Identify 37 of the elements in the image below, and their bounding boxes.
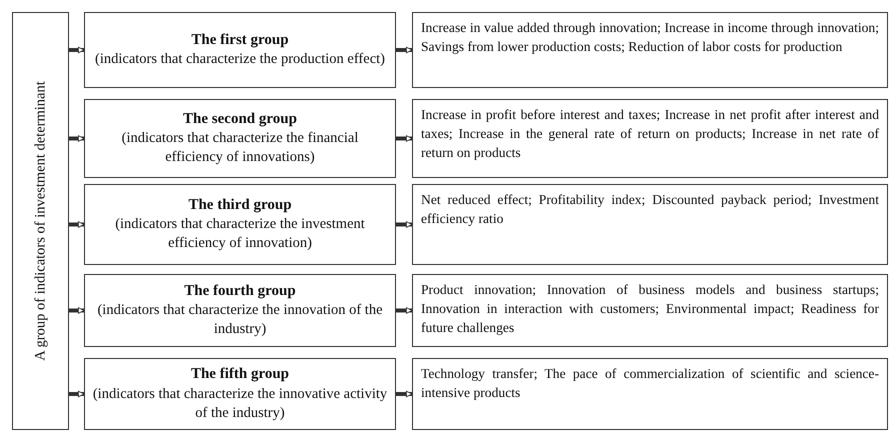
group-description: (indicators that characterize the investment efficiency of innovation) [114,215,366,254]
vertical-label: A group of indicators of investment determinant [32,81,49,361]
group-box [84,184,396,265]
indicator-list-box [412,12,888,88]
arrow [69,221,84,228]
arrow [69,135,84,142]
group-heading: The second group [183,110,297,129]
group-box [12,12,69,430]
arrow [396,390,412,398]
group-description: (indicators that characterize the innovation of the industry) [96,301,384,340]
indicator-list: Technology transfer; The pace of commercialization of scientific and science-intensive products [421,364,879,402]
arrow [396,135,412,142]
group-heading: The third group [188,196,292,215]
group-box [84,12,396,88]
group-heading: The fourth group [184,282,296,301]
group-box [84,274,396,347]
indicator-list: Increase in value added through innovation; Increase in income through innovation; Savings from lower production costs; Reduction of labor costs for production [421,18,879,56]
group-description: (indicators that characterize the innovative activity of the industry) [92,384,388,423]
arrow [396,221,412,228]
indicator-list: Increase in profit before interest and taxes; Increase in net profit after interest and taxes; Increase in the general rate of return on products; Increase in net rate of return on products [421,105,879,162]
indicator-list-box [412,358,888,430]
arrow [396,46,412,54]
arrow [69,307,84,314]
group-heading: The fifth group [190,365,290,384]
arrow [69,46,84,54]
indicator-list: Net reduced effect; Profitability index; Discounted payback period; Investment efficiency ratio [421,190,879,228]
group-description: (indicators that characterize the production effect) [95,50,385,70]
arrow [69,390,84,398]
indicator-list-box [412,184,888,265]
indicator-list: Product innovation; Innovation of business models and business startups; Innovation in interaction with customers; Environmental impact; Readiness for future challenges [421,280,879,338]
indicator-list-box [412,274,888,347]
group-description: (indicators that characterize the financial efficiency of innovations) [120,129,360,168]
group-box [84,99,396,178]
indicator-list-box [412,99,888,178]
arrow [396,307,412,314]
group-box [84,358,396,430]
group-heading: The first group [191,30,289,50]
